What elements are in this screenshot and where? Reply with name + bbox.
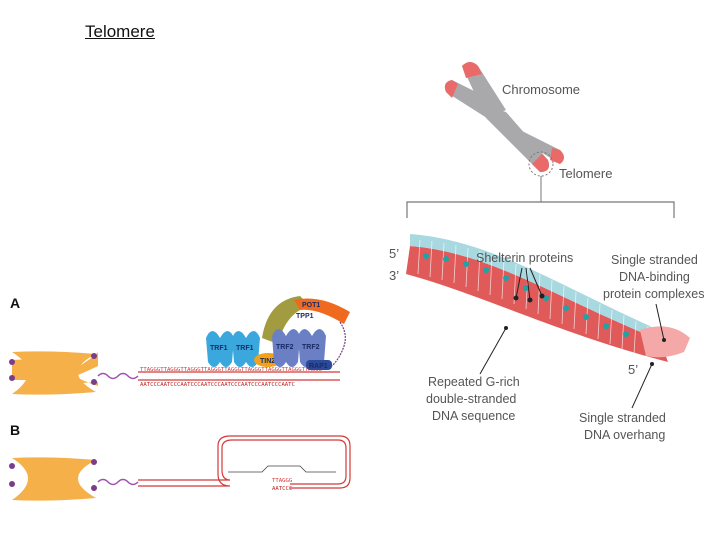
g-rich-label: Repeated G-rich double-stranded DNA sequ… [426, 375, 520, 423]
tpp1-label: TPP1 [296, 313, 314, 320]
g-rich-line-1: Repeated G-rich [428, 375, 520, 389]
telomere-cap-a1 [9, 359, 15, 365]
t-loop-seq-top: TTAGGG [272, 478, 293, 484]
figure-left: A B TTAGGGTTAGGGTTAGGGTTAGGGTTAGGGTTAGGG… [9, 295, 351, 501]
telomere-cap-a4 [91, 379, 97, 385]
rap1-label: RAP1 [309, 363, 328, 370]
dna-coil-b [97, 478, 139, 486]
pot1-label: POT1 [302, 302, 320, 309]
trf1-left-label: TRF1 [210, 345, 228, 352]
telomere-tip-4 [550, 148, 564, 164]
g-rich-line-2: double-stranded [426, 392, 516, 406]
ss-binding-line-2: DNA-binding [619, 270, 690, 284]
ss-overhang-blob [640, 326, 690, 358]
overhang-line-2: DNA overhang [584, 428, 665, 442]
t-loop: TTAGGG AATCCC [138, 435, 351, 492]
figure-right: Chromosome Telomere [389, 62, 704, 442]
rap1-protein [306, 360, 332, 370]
five-prime-top: 5’ [389, 246, 399, 261]
shelterin-beads [423, 253, 629, 337]
pot1-protein [294, 298, 350, 324]
dna-seq-bottom: AATCCCAATCCCAATCCCAATCCCAATCCCAATCCCAATC… [140, 382, 295, 388]
chromosome-b [9, 457, 97, 501]
five-prime-bottom: 5’ [628, 362, 638, 377]
shelterin-label: Shelterin proteins [476, 251, 573, 265]
ss-overhang-a [331, 321, 346, 367]
shelterin-pointers [513, 267, 545, 303]
g-rich-pointer [479, 327, 507, 375]
trf2-dimer: TRF2 TRF2 [272, 329, 326, 367]
t-loop-seq-bottom: AATCCC [272, 486, 292, 492]
strand-blue [410, 234, 660, 340]
telomere-strand [406, 234, 690, 362]
telomere-cap-a3 [91, 353, 97, 359]
chromosome-label: Chromosome [502, 82, 580, 97]
trf2-left-label: TRF2 [276, 344, 294, 351]
zoom-bracket [406, 201, 675, 218]
overhang-pointer [631, 363, 653, 409]
telomere-label: Telomere [559, 166, 612, 181]
overhang-label: Single stranded DNA overhang [579, 411, 666, 442]
ss-binding-pointer [655, 303, 665, 341]
three-prime: 3’ [389, 268, 399, 283]
tin2-label: TIN2 [260, 358, 275, 365]
telomere-tip-3 [532, 154, 549, 172]
overhang-line-1: Single stranded [579, 411, 666, 425]
telomere-cap-a2 [9, 375, 15, 381]
trf1-right-label: TRF1 [236, 345, 254, 352]
strand-red [406, 246, 668, 362]
trf2-right-label: TRF2 [302, 344, 320, 351]
telomere-highlight-circle [528, 151, 554, 177]
dna-seq-top: TTAGGGTTAGGGTTAGGGTTAGGGTTAGGGTTAGGGTTAG… [140, 367, 322, 373]
telomere-tip-1 [462, 62, 482, 78]
panel-a-label: A [10, 295, 20, 311]
dna-coil-a [97, 372, 139, 380]
chromosome-a [9, 351, 98, 395]
panel-b-label: B [10, 422, 20, 438]
ss-binding-line-1: Single stranded [611, 253, 698, 267]
tpp1-protein [262, 296, 310, 344]
trf1-dimer: TRF1 TRF1 [206, 331, 260, 367]
telomere-tip-2 [444, 80, 458, 98]
ss-binding-line-3: protein complexes [603, 287, 704, 301]
ss-binding-label: Single stranded DNA-binding protein comp… [603, 253, 704, 301]
g-rich-line-3: DNA sequence [432, 409, 515, 423]
slide-title: Telomere [85, 22, 155, 41]
chromosome-x [444, 62, 564, 177]
